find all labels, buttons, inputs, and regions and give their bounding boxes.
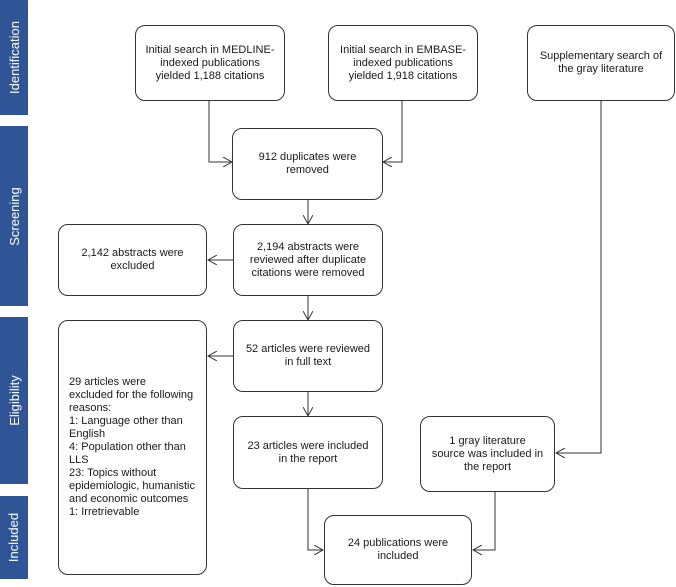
medline-search-box: Initial search in MEDLINE- indexed publi… [135, 25, 285, 101]
gray-literature-search-box: Supplementary search of the gray literat… [527, 25, 675, 101]
arrow-medline-to-duplicates [208, 101, 232, 162]
final-included-box: 24 publications were included [324, 515, 472, 585]
arrow-gray-included-to-final [473, 492, 496, 550]
stage-label-screening: Screening [0, 126, 28, 306]
stage-screening-text: Screening [6, 186, 22, 246]
arrow-embase-to-duplicates [383, 101, 403, 162]
stage-label-identification: Identification [0, 0, 28, 115]
arrow-gray-search-to-gray-included [556, 101, 602, 453]
stage-identification-text: Identification [6, 21, 22, 94]
stage-eligibility-text: Eligibility [6, 375, 22, 426]
abstracts-reviewed-box: 2,194 abstracts were reviewed after dupl… [233, 224, 383, 296]
duplicates-removed-box: 912 duplicates were removed [232, 128, 383, 200]
full-text-reviewed-box: 52 articles were reviewed in full text [233, 320, 383, 392]
articles-excluded-box: 29 articles were excluded for the follow… [58, 320, 207, 575]
gray-literature-included-box: 1 gray literature source was included in… [420, 416, 555, 492]
arrow-included-report-to-final [307, 489, 323, 550]
abstracts-excluded-box: 2,142 abstracts were excluded [58, 224, 207, 296]
embase-search-box: Initial search in EMBASE- indexed public… [328, 25, 478, 101]
stage-included-text: Included [6, 512, 22, 563]
stage-label-eligibility: Eligibility [0, 317, 28, 484]
stage-label-included: Included [0, 496, 28, 579]
articles-included-box: 23 articles were included in the report [233, 416, 383, 489]
